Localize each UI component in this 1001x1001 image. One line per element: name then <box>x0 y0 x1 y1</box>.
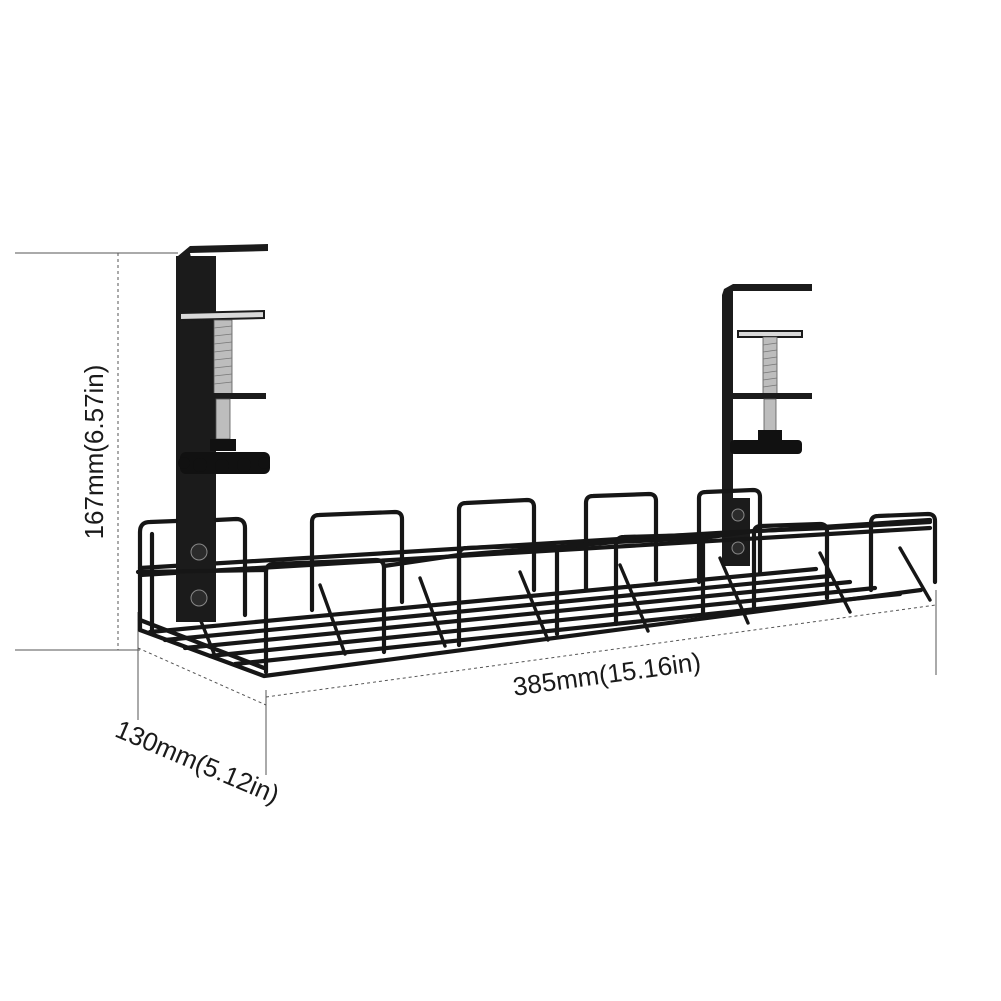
height-dimension: 167mm(6.57in) <box>15 252 178 651</box>
left-clamp <box>176 244 270 622</box>
basket-floor <box>137 546 932 679</box>
depth-label: 130mm(5.12in) <box>111 714 284 810</box>
length-label: 385mm(15.16in) <box>511 646 703 701</box>
basket-front <box>135 516 933 675</box>
height-label: 167mm(6.57in) <box>79 365 109 540</box>
